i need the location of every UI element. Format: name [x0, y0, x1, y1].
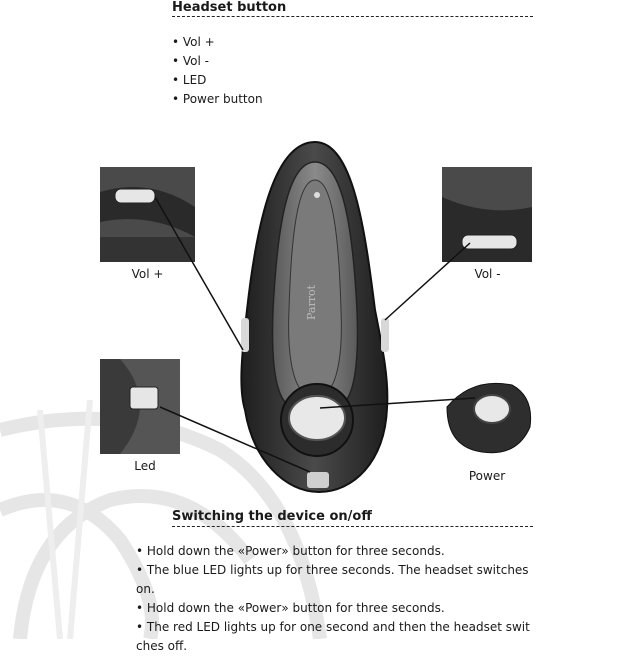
power-label: Power — [468, 469, 506, 483]
power-inset — [442, 377, 532, 467]
list-item: Hold down the «Power» button for three s… — [136, 542, 536, 561]
list-item: LED — [172, 71, 263, 90]
vol-minus-label: Vol - — [474, 267, 501, 281]
section-divider — [172, 526, 533, 527]
headset-illustration: Parrot — [240, 140, 389, 494]
list-item: Vol + — [172, 33, 263, 52]
led-label: Led — [134, 459, 156, 473]
list-item: Vol - — [172, 52, 263, 71]
led-inset — [100, 359, 180, 454]
vol-plus-inset — [100, 167, 195, 262]
headset-button-list: Vol + Vol - LED Power button — [172, 33, 263, 109]
leader-lines — [154, 196, 476, 473]
section-title-headset-button: Headset button — [172, 0, 287, 15]
section-divider — [172, 16, 533, 17]
vol-minus-inset — [442, 167, 532, 262]
list-item: Power button — [172, 90, 263, 109]
headset-figure: Parrot Vol + Vol - Led Po — [0, 130, 625, 500]
section-title-switching: Switching the device on/off — [172, 509, 372, 524]
vol-plus-label: Vol + — [131, 267, 164, 281]
list-item: The red LED lights up for one second and… — [136, 618, 536, 656]
list-item: Hold down the «Power» button for three s… — [136, 599, 536, 618]
brand-text: Parrot — [305, 284, 318, 320]
list-item: The blue LED lights up for three seconds… — [136, 561, 536, 599]
